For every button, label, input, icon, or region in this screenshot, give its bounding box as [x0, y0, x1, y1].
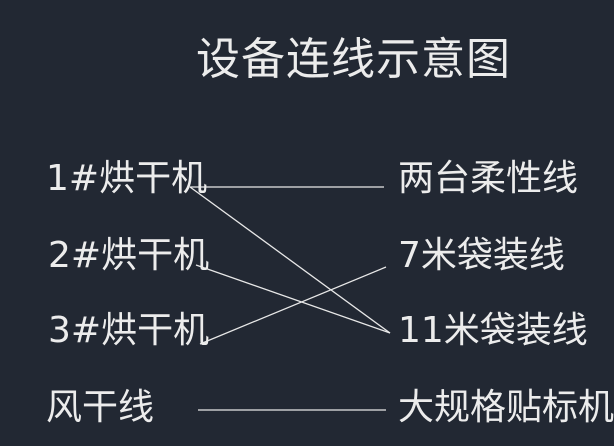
right-node-7m-bag-line: 7米袋装线: [398, 235, 565, 276]
left-node-dryer-1: 1#烘干机: [46, 158, 208, 199]
right-node-flexible-lines: 两台柔性线: [398, 158, 579, 199]
right-node-11m-bag-line: 11米袋装线: [398, 310, 588, 351]
connection-2-to-11m-line: [195, 264, 391, 334]
left-node-dryer-2: 2#烘干机: [48, 235, 210, 276]
right-node-large-labeler: 大规格贴标机: [398, 387, 614, 428]
left-node-air-dry-line: 风干线: [46, 387, 155, 428]
left-node-dryer-3: 3#烘干机: [48, 310, 210, 351]
connection-3-to-7m-line: [199, 266, 387, 345]
connection-1-to-11m-line: [189, 186, 391, 334]
diagram-title: 设备连线示意图: [196, 34, 511, 85]
